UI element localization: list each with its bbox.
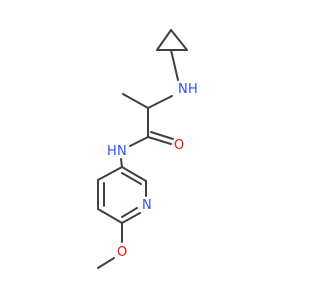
bond-ring-6 [121, 166, 147, 182]
structure-svg: N H O H N N O [97, 29, 198, 269]
carbonyl-o-label: O [174, 138, 184, 153]
bond-nh-pyridine [120, 158, 123, 168]
bond-ether-methyl [97, 257, 115, 269]
molecule-diagram: N H O H N N O [97, 29, 198, 269]
bond-carbonyl-o-2 [150, 131, 174, 140]
bond-ring-4-inner [121, 207, 138, 218]
bonds [97, 29, 188, 269]
ether-o-label: O [117, 245, 127, 260]
bond-ring-1 [97, 166, 123, 181]
bond-ring-6-inner [121, 172, 142, 185]
bond-cyclopropyl-1 [156, 29, 172, 51]
amide-n-label: N [117, 144, 127, 159]
bond-nh-alpha [147, 95, 173, 109]
bond-alpha-methyl [122, 93, 149, 109]
atom-labels: N H O H N N O [107, 82, 198, 260]
bond-cyclopropyl-nh [170, 49, 179, 81]
bond-ring-4 [121, 212, 141, 224]
bond-ring-3 [97, 208, 123, 224]
bond-cyclopropyl-2 [170, 29, 188, 51]
amine-n-label: N [178, 82, 188, 97]
bond-carbonyl-o-1 [147, 136, 172, 145]
amide-h-label: H [107, 144, 117, 159]
bond-carbonyl-nh [129, 136, 149, 147]
pyridine-n-label: N [142, 198, 152, 213]
amine-h-label: H [188, 82, 198, 97]
